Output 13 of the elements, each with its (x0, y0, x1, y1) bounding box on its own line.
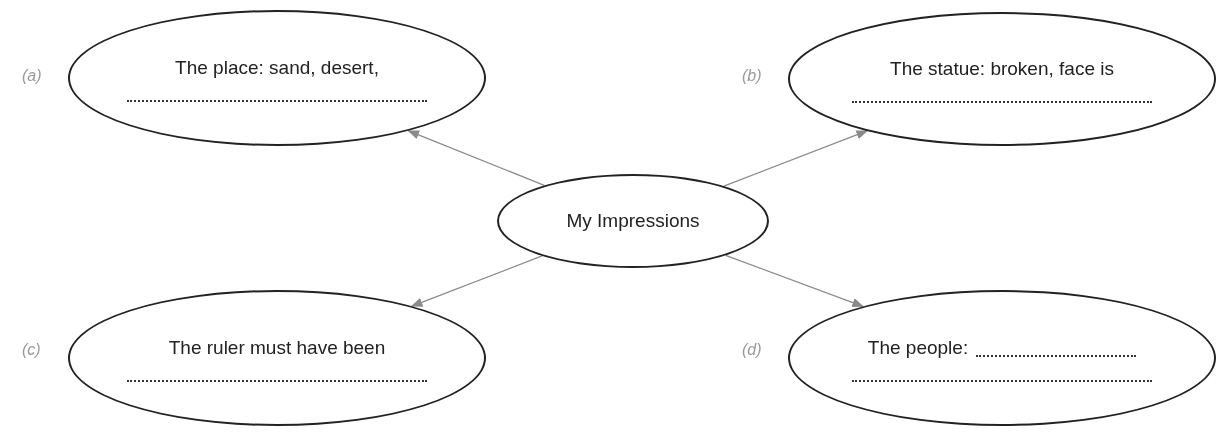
item-letter: (b) (742, 66, 762, 86)
item-letter: (d) (742, 340, 762, 360)
item-letter: (c) (22, 340, 41, 360)
node-text: The ruler must have been (168, 335, 386, 360)
arrow (407, 130, 545, 186)
item-letter: (a) (22, 66, 42, 86)
arrow (725, 254, 864, 308)
node-text: The people: (867, 335, 969, 360)
node-text: My Impressions (566, 208, 700, 233)
arrow (723, 130, 869, 187)
node-text: The statue: broken, face is (890, 56, 1114, 81)
node-text: The place: sand, desert, (175, 55, 379, 80)
arrow (410, 255, 543, 307)
